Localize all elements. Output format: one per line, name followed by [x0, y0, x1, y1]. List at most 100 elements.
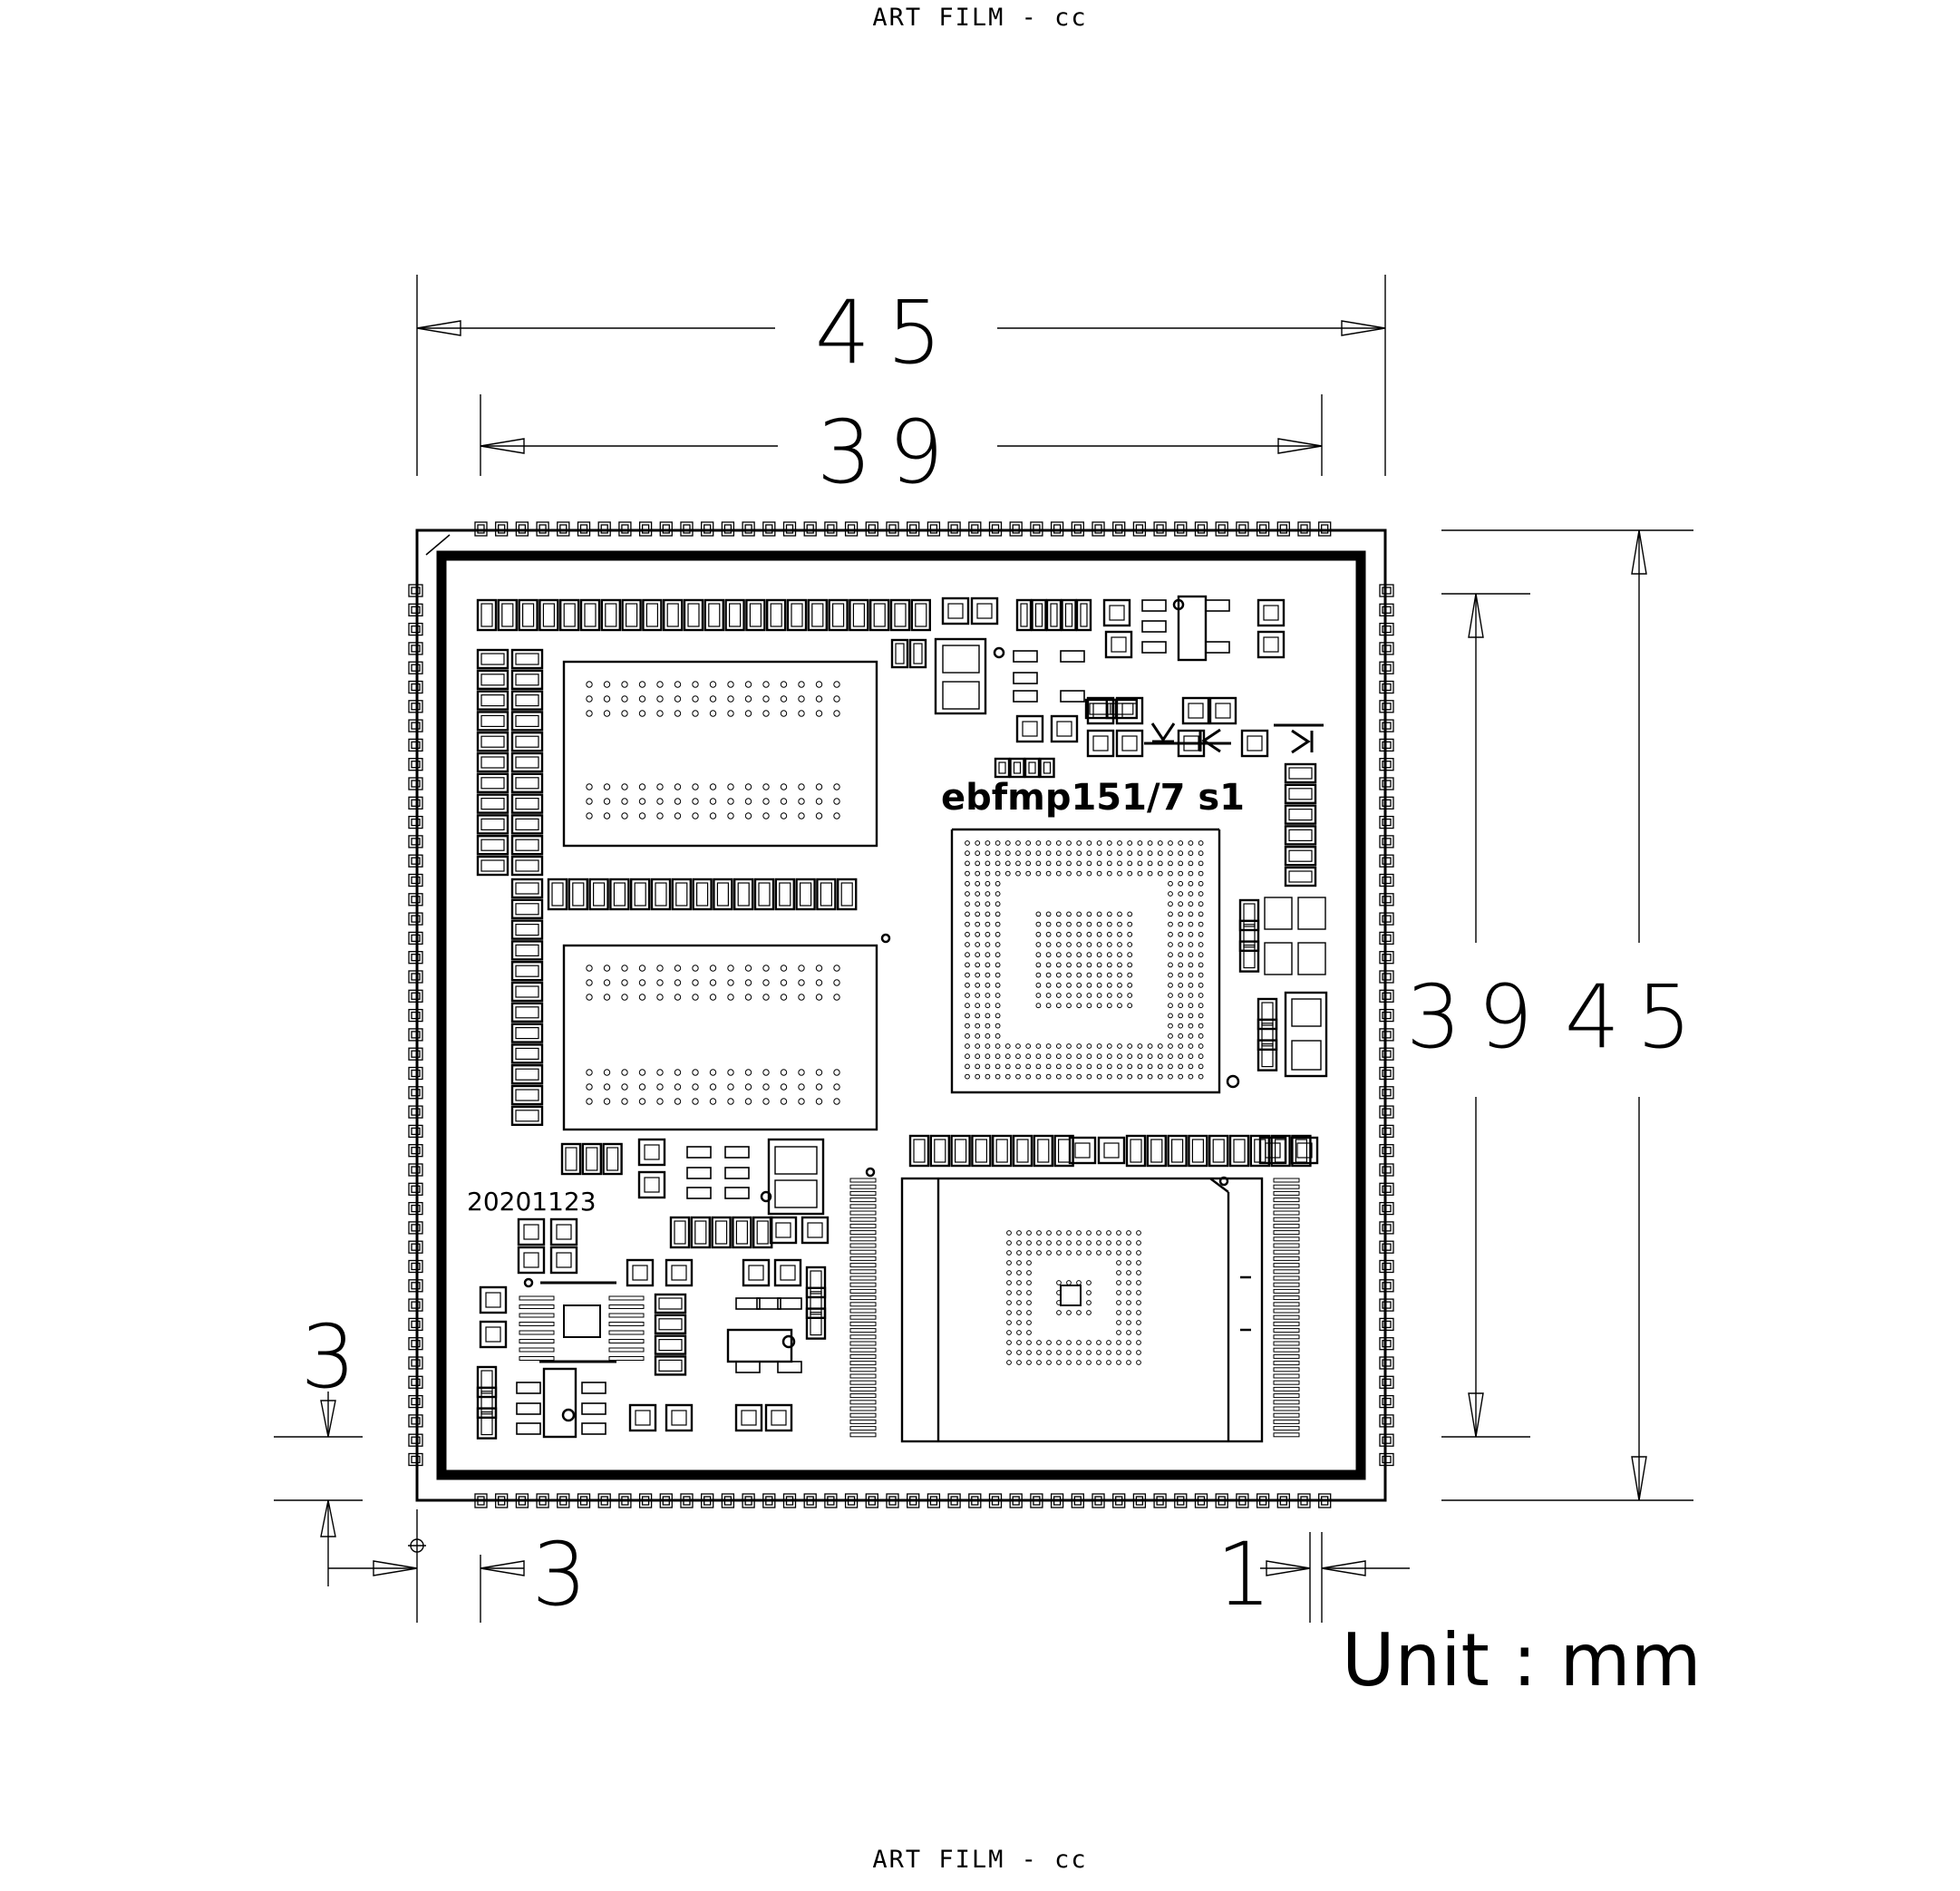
chip-pad	[1075, 598, 1092, 632]
edge-pad	[1092, 521, 1105, 537]
edge-pad	[1379, 951, 1394, 965]
fine-pitch-pad	[1273, 1210, 1300, 1216]
dim-inner-height: 39	[1406, 966, 1549, 1068]
chip-pad	[476, 711, 509, 732]
chip-pad	[510, 772, 544, 793]
edge-pad	[1256, 1493, 1270, 1508]
edge-pad	[1379, 931, 1394, 946]
edge-pad	[968, 521, 982, 537]
edge-pad	[1092, 1493, 1105, 1508]
square-pad	[1257, 598, 1286, 627]
diode-marking	[1198, 728, 1221, 753]
fine-pitch-pad	[519, 1356, 555, 1361]
edge-pad	[474, 521, 488, 537]
edge-pad	[408, 1028, 423, 1042]
chip-pad	[510, 898, 544, 919]
smd-pad	[777, 1361, 802, 1373]
chip-pad	[908, 638, 927, 669]
chip-pad	[849, 598, 869, 632]
fine-pitch-pad	[849, 1412, 877, 1418]
chip-pad	[510, 648, 544, 670]
chip-pad	[950, 1134, 971, 1168]
edge-pad	[408, 1008, 423, 1023]
square-pad	[1102, 598, 1131, 627]
fine-pitch-pad	[849, 1419, 877, 1424]
smd-pad	[1141, 599, 1167, 612]
square-pad	[1050, 714, 1079, 743]
chip-pad	[1284, 804, 1317, 825]
chip-pad	[650, 878, 672, 911]
edge-pad	[1153, 521, 1167, 537]
fine-pitch-pad	[849, 1230, 877, 1236]
chip-pad	[805, 1266, 827, 1299]
edge-pad	[1379, 680, 1394, 694]
edge-pad	[1379, 1414, 1394, 1428]
chip-pad	[669, 1216, 691, 1249]
edge-pad	[824, 1493, 838, 1508]
edge-pad	[1379, 1356, 1394, 1370]
square-pad	[665, 1403, 694, 1432]
fine-pitch-pad	[1273, 1393, 1300, 1399]
square-pad	[773, 1258, 802, 1287]
chip-pad	[510, 732, 544, 752]
chip-pad	[476, 1386, 498, 1420]
chip-pad	[510, 981, 544, 1003]
fine-pitch-pad	[1273, 1275, 1300, 1281]
chip-pad	[510, 1043, 544, 1064]
edge-pad	[1236, 1493, 1249, 1508]
edge-pad	[1379, 1298, 1394, 1312]
chip-pad	[476, 669, 509, 690]
square-pad	[549, 1246, 578, 1275]
chip-pad	[1105, 698, 1139, 720]
fine-pitch-pad	[849, 1432, 877, 1438]
square-pad	[1181, 696, 1210, 725]
edge-pad	[408, 758, 423, 771]
edge-pad	[1379, 661, 1394, 674]
edge-pad	[762, 521, 776, 537]
square-pad	[970, 596, 999, 625]
chip-pad	[711, 1216, 732, 1249]
edge-pad	[1379, 1221, 1394, 1235]
square-pad	[941, 596, 970, 625]
fine-pitch-pad	[849, 1295, 877, 1301]
chip-pad	[654, 1355, 687, 1376]
chip-pad	[1039, 757, 1055, 779]
chip-pad	[510, 669, 544, 690]
chip-pad	[518, 598, 539, 632]
smd-pad	[581, 1422, 606, 1435]
edge-pad	[408, 584, 423, 597]
edge-pad	[408, 951, 423, 965]
chip-pad	[581, 1142, 602, 1176]
fine-pitch-pad	[1273, 1263, 1300, 1268]
smd-pad	[1141, 620, 1167, 633]
square-pad	[800, 1216, 830, 1245]
orientation-mark	[865, 1167, 876, 1178]
edge-pad	[701, 1493, 714, 1508]
edge-pad	[1132, 521, 1147, 537]
fine-pitch-pad	[1273, 1353, 1300, 1359]
edge-pad	[408, 989, 423, 1003]
silkscreen-text: ebfmp151/7 s1 20201123	[467, 777, 1245, 1217]
chip-pad	[1125, 1134, 1147, 1168]
chip-pad	[1167, 1134, 1188, 1168]
fine-pitch-pad	[849, 1373, 877, 1379]
edge-pad	[659, 1493, 673, 1508]
edge-pad	[988, 521, 1003, 537]
edge-pad	[597, 521, 611, 537]
edge-pad	[408, 893, 423, 907]
edge-pad	[1112, 521, 1126, 537]
square-pad	[1257, 630, 1286, 659]
edge-pad	[638, 521, 653, 537]
edge-pad	[495, 1493, 509, 1508]
chip-pad	[683, 598, 704, 632]
fine-pitch-pad	[1273, 1184, 1300, 1189]
fine-pitch-pad	[608, 1330, 645, 1335]
smd-pad	[1013, 650, 1038, 663]
smd-pad	[581, 1382, 606, 1394]
chip-pad	[602, 1142, 623, 1176]
edge-pad	[536, 521, 549, 537]
edge-pad	[1379, 970, 1394, 984]
header-top-label: ART FILM - cc	[872, 4, 1088, 32]
square-pad	[628, 1403, 657, 1432]
edge-pad	[680, 521, 694, 537]
